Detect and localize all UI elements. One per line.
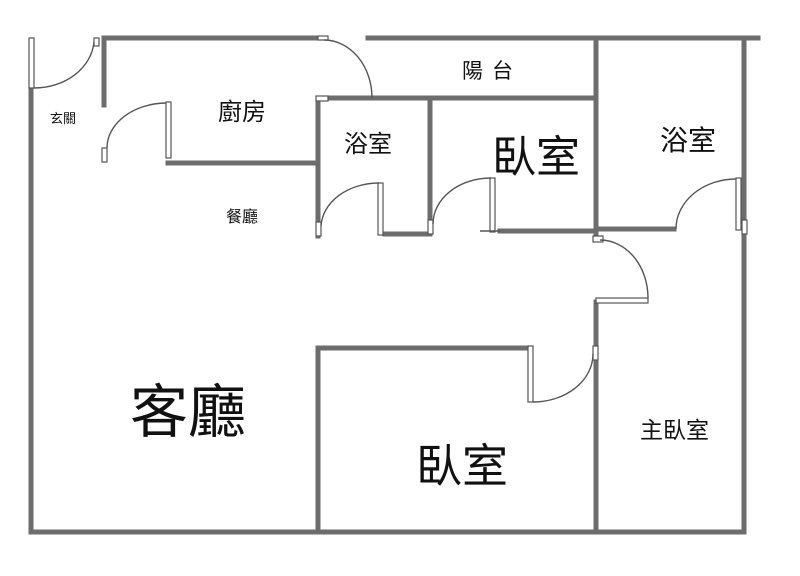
door-jamb <box>735 177 742 231</box>
door-jamb <box>315 95 329 102</box>
door-jamb <box>28 37 35 89</box>
label-master-bedroom: 主臥室 <box>640 418 709 444</box>
label-entrance: 玄關 <box>50 112 76 127</box>
door-jamb <box>592 345 599 361</box>
door-jamb <box>741 219 748 235</box>
door-jamb <box>93 37 100 47</box>
door-jamb <box>527 345 534 403</box>
label-bath-middle: 浴室 <box>344 130 392 158</box>
door-balcony-swing <box>323 39 373 99</box>
door-bedroom-bottom-swing <box>532 353 594 403</box>
label-dining: 餐廳 <box>226 207 258 226</box>
door-master-swing <box>599 239 649 299</box>
door-jamb <box>489 177 496 233</box>
label-balcony: 陽台 <box>462 59 522 83</box>
door-entrance-swing <box>33 41 95 89</box>
door-bedroom-top-swing <box>432 177 492 225</box>
door-bath-right-swing <box>675 178 737 230</box>
label-kitchen: 廚房 <box>218 98 266 126</box>
door-jamb <box>427 219 434 235</box>
door-kitchen-swing <box>106 102 167 149</box>
label-living: 客廳 <box>130 378 246 446</box>
label-bedroom-bottom: 臥室 <box>416 439 508 493</box>
door-jamb <box>101 147 108 163</box>
door-jamb <box>165 101 172 159</box>
door-bath-middle-swing <box>320 182 380 227</box>
label-bath-right: 浴室 <box>660 124 716 157</box>
door-jamb <box>377 182 384 236</box>
label-bedroom-top: 臥室 <box>492 132 580 183</box>
walls <box>28 35 761 535</box>
door-jamb <box>595 297 649 304</box>
room-labels: 玄關 廚房 餐廳 陽台 浴室 臥室 浴室 客廳 臥室 主臥室 <box>50 59 716 493</box>
door-jamb <box>592 235 604 243</box>
door-jamb <box>317 35 329 41</box>
door-jamb <box>315 221 322 237</box>
doors <box>28 35 748 403</box>
